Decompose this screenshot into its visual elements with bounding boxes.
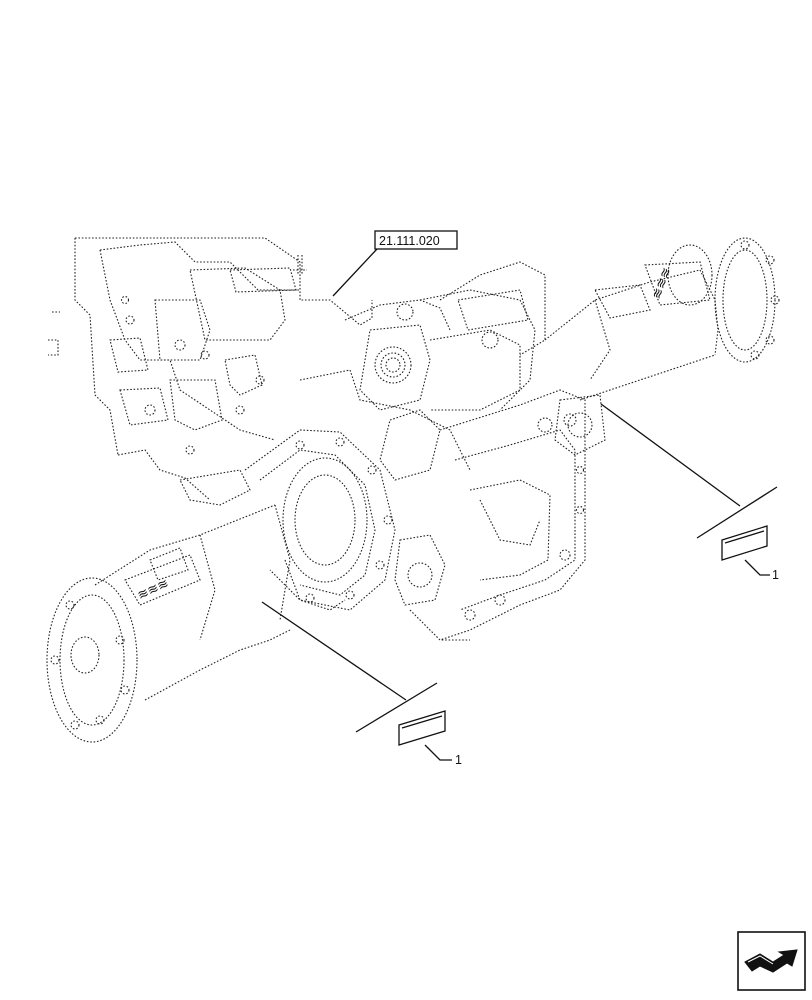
right-axle-housing: ≋≋≋ [544,237,780,456]
left-axle-housing: ≋≋≋ [46,504,291,743]
transmission-housing [48,237,373,506]
reference-label-box [374,230,458,250]
callout-bracket-line [355,682,438,733]
callout-number-leader [424,744,452,761]
reference-callout[interactable]: 21.111.020 [332,230,458,297]
reference-leader-line [332,248,378,297]
next-page-arrow-icon[interactable] [737,931,806,991]
decal-plate [398,710,446,746]
callout-number: 1 [772,568,779,582]
svg-text:≋≋≋: ≋≋≋ [135,575,171,602]
callout-left-decal: 1 [261,601,462,767]
svg-text:≋≋≋: ≋≋≋ [649,265,674,301]
left-final-drive [244,429,396,611]
callout-right-decal: 1 [600,403,779,582]
callout-bracket-line [696,486,778,539]
callout-number-leader [744,559,770,576]
differential-housing [299,261,586,641]
callout-pointer-line [600,403,741,507]
callout-pointer-line [261,601,407,701]
callout-number: 1 [455,753,462,767]
decal-plate [721,525,768,561]
reference-label-text: 21.111.020 [379,234,440,248]
